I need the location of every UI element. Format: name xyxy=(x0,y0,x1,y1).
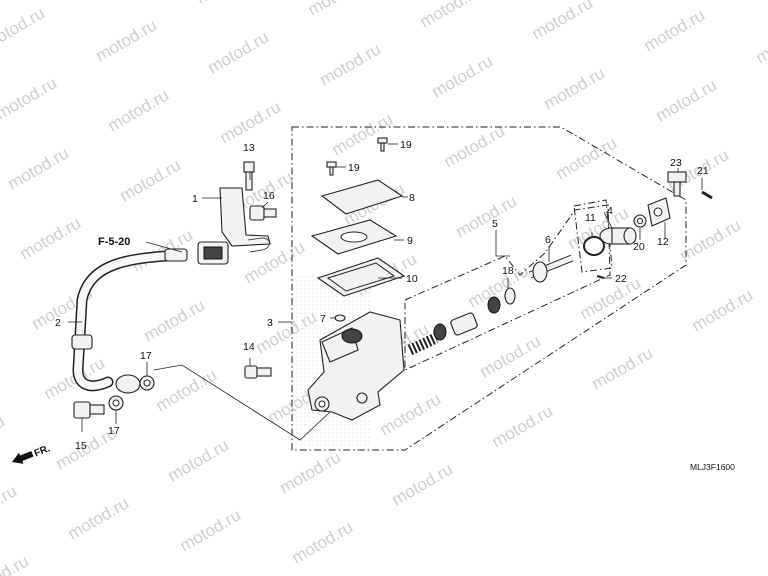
watermark-text: motod.ru xyxy=(0,551,32,576)
callout-4: 4 xyxy=(607,205,613,217)
callout-17a: 17 xyxy=(140,350,152,362)
watermark-text: motod.ru xyxy=(277,447,345,497)
callout-13: 13 xyxy=(243,142,255,154)
callout-20: 20 xyxy=(633,241,645,253)
piston-set xyxy=(407,287,516,355)
diagram-code: MLJ3F1600 xyxy=(690,462,735,472)
pin-22 xyxy=(596,275,605,279)
watermark-text: motod.ru xyxy=(289,517,357,567)
watermark-text: motod.ru xyxy=(765,87,768,137)
watermark-text: motod.ru xyxy=(0,73,60,123)
watermark-text: motod.ru xyxy=(17,213,85,263)
watermark-text: motod.ru xyxy=(489,401,557,451)
callout-10: 10 xyxy=(406,273,418,285)
callout-8: 8 xyxy=(409,192,415,204)
direction-label: FR. xyxy=(33,443,52,459)
watermark-text: motod.ru xyxy=(141,295,209,345)
callout-1: 1 xyxy=(192,193,198,205)
watermark-text: motod.ru xyxy=(453,191,521,241)
callout-3: 3 xyxy=(267,317,273,329)
callout-16: 16 xyxy=(263,190,275,202)
watermark-text: motod.ru xyxy=(529,0,597,43)
callout-17b: 17 xyxy=(108,425,120,437)
watermark-text: motod.ru xyxy=(317,39,385,89)
callout-15: 15 xyxy=(75,440,87,452)
watermark-text: motod.ru xyxy=(329,109,397,159)
screw-19b xyxy=(326,161,337,176)
callout-18: 18 xyxy=(502,265,514,277)
watermark-text: motod.ru xyxy=(193,0,261,7)
bolt-13 xyxy=(243,161,255,191)
clutch-hose xyxy=(71,248,188,394)
watermark-text: motod.ru xyxy=(429,51,497,101)
watermark-text: motod.ru xyxy=(689,285,757,335)
watermark-text: motod.ru xyxy=(5,143,73,193)
assembly-frame xyxy=(291,126,687,451)
screw-19a xyxy=(377,137,388,152)
callout-14: 14 xyxy=(243,341,255,353)
callout-5: 5 xyxy=(492,218,498,230)
boot xyxy=(599,227,637,245)
joint xyxy=(647,197,671,227)
callout-12: 12 xyxy=(657,236,669,248)
callout-2: 2 xyxy=(55,317,61,329)
watermark-text: motod.ru xyxy=(553,133,621,183)
leader-lines xyxy=(68,143,703,441)
watermark-text: motod.ru xyxy=(677,215,745,265)
reference-label: F-5-20 xyxy=(98,236,130,248)
bolt-15 xyxy=(73,401,105,419)
callout-19b: 19 xyxy=(348,162,360,174)
callout-11: 11 xyxy=(585,212,596,224)
snap-ring xyxy=(583,236,605,256)
watermark-text: motod.ru xyxy=(541,63,609,113)
watermark-text: motod.ru xyxy=(0,481,20,531)
callout-21: 21 xyxy=(697,165,709,177)
bracket xyxy=(197,187,271,265)
watermark-text: motod.ru xyxy=(377,389,445,439)
direction-indicator: FR. xyxy=(12,443,52,464)
watermark-text: motod.ru xyxy=(153,365,221,415)
reservoir-cap xyxy=(320,179,404,215)
watermark-text: motod.ru xyxy=(65,493,133,543)
callout-7: 7 xyxy=(320,313,326,325)
watermark-text: motod.ru xyxy=(165,435,233,485)
watermark-text: motod.ru xyxy=(389,459,457,509)
watermark-text: motod.ru xyxy=(217,97,285,147)
watermark-text: motod.ru xyxy=(641,5,709,55)
watermark-text: motod.ru xyxy=(589,343,657,393)
clip-7 xyxy=(334,314,346,322)
callout-9: 9 xyxy=(407,235,413,247)
watermark-text: motod.ru xyxy=(753,17,768,67)
watermark-text: motod.ru xyxy=(0,3,48,53)
pin-23 xyxy=(667,171,687,197)
watermark-text: motod.ru xyxy=(577,273,645,323)
watermark-text: motod.ru xyxy=(441,121,509,171)
bolt-16 xyxy=(249,205,277,221)
watermark-text: motod.ru xyxy=(477,331,545,381)
watermark-text: motod.ru xyxy=(653,75,721,125)
watermark-text: motod.ru xyxy=(417,0,485,31)
watermark-text: motod.ru xyxy=(0,411,8,461)
watermark-text: motod.ru xyxy=(177,505,245,555)
watermark-text: motod.ru xyxy=(93,15,161,65)
bolt-14 xyxy=(244,365,272,379)
watermark-text: motod.ru xyxy=(117,155,185,205)
callout-22: 22 xyxy=(615,273,627,285)
watermark-text: motod.ru xyxy=(305,0,373,19)
callout-19a: 19 xyxy=(400,139,412,151)
watermark-text: motod.ru xyxy=(205,27,273,77)
arrow-left-icon xyxy=(12,450,34,464)
callout-6: 6 xyxy=(545,234,551,246)
callout-23: 23 xyxy=(670,157,682,169)
master-cylinder xyxy=(307,311,405,421)
watermark-text: motod.ru xyxy=(105,85,173,135)
push-rod xyxy=(528,254,574,283)
clip-21 xyxy=(701,190,713,200)
